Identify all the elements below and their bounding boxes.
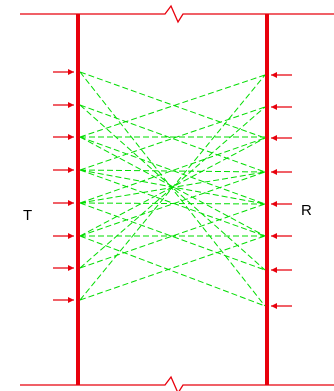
receiver-arrow-7 [271, 303, 292, 309]
receiver-label: R [301, 202, 312, 219]
ray-path-0 [79, 71, 266, 307]
ray-path-9 [79, 74, 266, 138]
ray-path-7 [79, 74, 266, 301]
ray-path-12 [79, 136, 266, 205]
transmitter-arrow-3 [53, 167, 74, 173]
ray-path-21 [79, 169, 266, 173]
ray-path-17 [79, 203, 266, 269]
top-boundary-line [20, 4, 334, 24]
ray-path-11 [79, 106, 266, 171]
ray-path-16 [79, 202, 266, 271]
receiver-arrow-1 [271, 104, 292, 110]
bottom-boundary-line [20, 375, 334, 391]
receiver-arrows [271, 72, 292, 309]
transmitter-arrow-7 [53, 297, 74, 303]
transmitter-arrows [53, 69, 74, 303]
ray-path-18 [79, 235, 266, 307]
ray-path-14 [79, 169, 266, 237]
transmitter-label: T [23, 207, 32, 224]
ray-path-10 [79, 104, 266, 173]
transmitter-arrow-2 [53, 134, 74, 140]
receiver-arrow-0 [271, 72, 292, 78]
ray-path-15 [79, 171, 266, 237]
receiver-arrow-5 [271, 233, 292, 239]
transmitter-arrow-0 [53, 69, 74, 75]
transmitter-arrow-5 [53, 233, 74, 239]
ray-path-1 [79, 104, 266, 271]
ray-path-22 [79, 202, 266, 205]
transmitter-arrow-6 [53, 265, 74, 271]
ray-path-13 [79, 137, 266, 204]
receiver-arrow-2 [271, 135, 292, 141]
ray-paths [79, 71, 266, 307]
transmitter-arrow-1 [53, 102, 74, 108]
ray-path-19 [79, 235, 266, 301]
receiver-arrow-3 [271, 169, 292, 175]
receiver-arrow-4 [271, 201, 292, 207]
ray-path-8 [79, 71, 266, 139]
transmitter-arrow-4 [53, 200, 74, 206]
receiver-arrow-6 [271, 267, 292, 273]
